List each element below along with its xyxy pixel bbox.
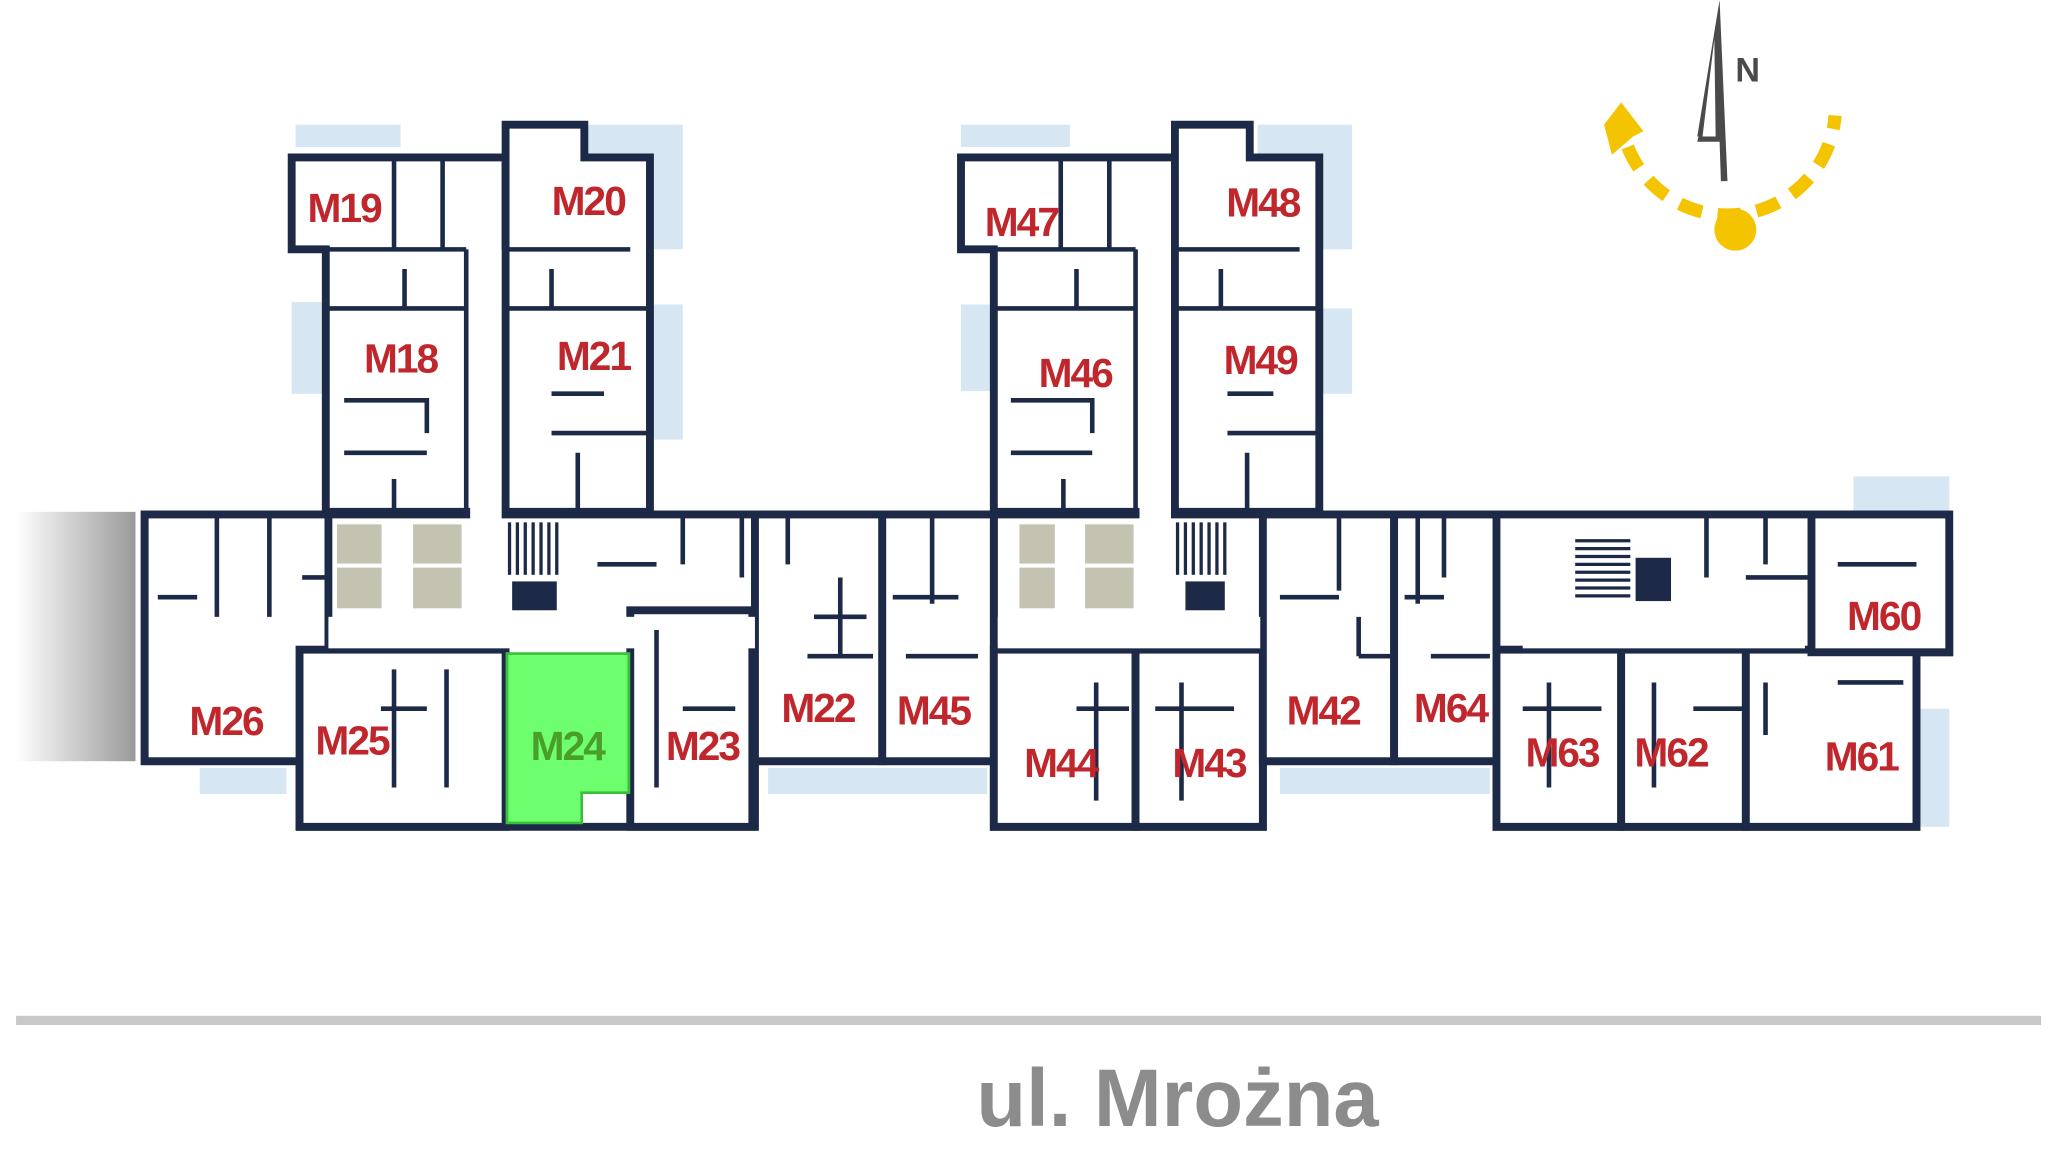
unit-m46[interactable]: M46 xyxy=(1039,350,1116,396)
unit-m61[interactable]: M61 xyxy=(1825,733,1902,779)
unit-m26[interactable]: M26 xyxy=(189,698,266,744)
sun-arrow-head-icon xyxy=(1604,102,1644,155)
unit-m21[interactable]: M21 xyxy=(557,333,634,379)
unit-m64[interactable]: M64 xyxy=(1414,685,1492,731)
unit-m25[interactable]: M25 xyxy=(315,718,392,764)
unit-m24-highlight[interactable] xyxy=(505,652,631,825)
sun-icon xyxy=(1714,208,1757,251)
stairs-icon xyxy=(1175,522,1227,575)
center-core xyxy=(1015,520,1227,613)
unit-m19[interactable]: M19 xyxy=(308,185,385,231)
unit-labels: M19 M20 M18 M21 M47 M48 M46 M49 M26 M25 … xyxy=(189,178,1923,786)
stairs-icon xyxy=(1575,539,1631,598)
street-name: ul. Mrożna xyxy=(976,1053,1379,1144)
unit-m48[interactable]: M48 xyxy=(1226,180,1303,226)
sun-path-icon xyxy=(1621,114,1842,222)
stairs-icon xyxy=(507,522,559,575)
partitions xyxy=(157,157,1917,801)
unit-m63[interactable]: M63 xyxy=(1525,729,1602,775)
unit-m45[interactable]: M45 xyxy=(897,687,974,733)
unit-m62[interactable]: M62 xyxy=(1634,729,1710,775)
unit-m49[interactable]: M49 xyxy=(1224,337,1301,383)
unit-m24[interactable]: M24 xyxy=(531,723,609,769)
unit-m20[interactable]: M20 xyxy=(552,178,628,224)
north-label: N xyxy=(1735,51,1760,89)
adjacent-building xyxy=(16,511,136,762)
unit-m47[interactable]: M47 xyxy=(985,199,1061,245)
compass: N xyxy=(1604,0,1842,251)
unit-m22[interactable]: M22 xyxy=(781,685,857,731)
unit-m43[interactable]: M43 xyxy=(1172,740,1249,786)
unit-m23[interactable]: M23 xyxy=(666,723,743,769)
left-core xyxy=(333,520,559,613)
north-arrow-icon xyxy=(1697,0,1728,182)
street-line xyxy=(16,1015,2042,1026)
unit-m42[interactable]: M42 xyxy=(1287,687,1363,733)
unit-m44[interactable]: M44 xyxy=(1024,740,1102,786)
right-core xyxy=(1575,539,1672,602)
unit-m60[interactable]: M60 xyxy=(1847,593,1923,639)
unit-m18[interactable]: M18 xyxy=(364,336,441,382)
